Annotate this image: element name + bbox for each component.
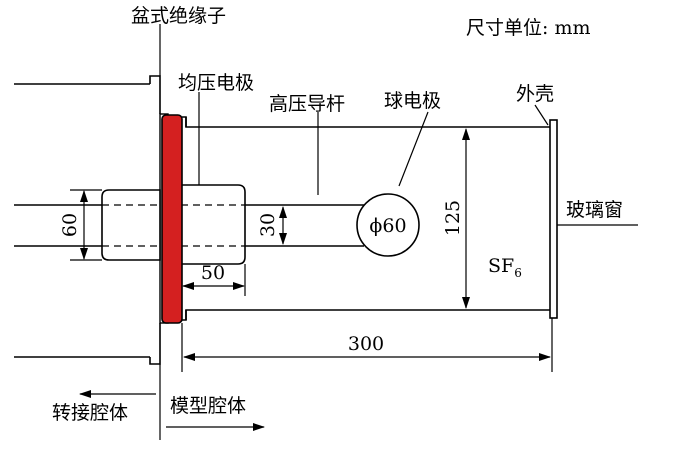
dim-conductor-60-label: 60 — [59, 213, 81, 237]
grading-electrode — [180, 184, 246, 265]
grading-electrode-label: 均压电极 — [178, 72, 254, 94]
basin-insulator-label: 盆式绝缘子 — [131, 5, 226, 27]
model-chamber-label: 模型腔体 — [170, 395, 246, 417]
glass-window-label: 玻璃窗 — [566, 199, 623, 221]
dim-electrode-50-label: 50 — [201, 262, 225, 284]
leader-lines — [159, 24, 638, 226]
dim-electrode-50 — [182, 264, 246, 296]
bottom-arrows — [79, 364, 265, 440]
hv-conductor-rod — [245, 204, 364, 247]
gas-label-main: SF — [488, 255, 514, 277]
adapter-chamber-label: 转接腔体 — [52, 402, 128, 424]
ball-diameter-label: ϕ60 — [369, 215, 406, 237]
gas-label-subscript: 6 — [514, 266, 522, 280]
dim-rod-30-label: 30 — [257, 213, 279, 237]
basin-insulator — [161, 114, 183, 324]
dim-chamber-125-label: 125 — [442, 200, 464, 236]
dim-chamber-300-label: 300 — [348, 333, 384, 355]
dim-chamber-300 — [181, 318, 553, 372]
gas-label: SF6 — [488, 255, 522, 280]
enclosure — [182, 116, 550, 321]
hv-conductor-label: 高压导杆 — [269, 93, 345, 115]
left-conductor — [101, 189, 161, 261]
dim-conductor-60 — [70, 189, 102, 261]
left-rod — [14, 204, 102, 247]
ball-electrode — [356, 193, 420, 257]
grading-electrode-hidden-lines — [181, 204, 245, 247]
ball-electrode-label: 球电极 — [384, 90, 441, 112]
unit-label: 尺寸单位: mm — [466, 17, 590, 39]
adapter-chamber-walls — [14, 75, 161, 365]
glass-window — [549, 119, 558, 319]
enclosure-label: 外壳 — [516, 83, 554, 105]
